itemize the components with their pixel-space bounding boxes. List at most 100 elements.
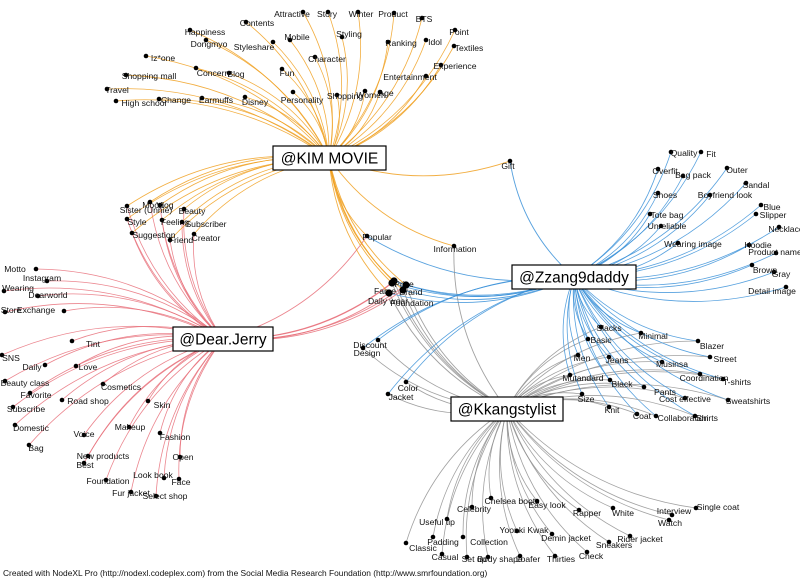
node-character[interactable]: Character bbox=[308, 54, 346, 64]
node-check[interactable]: Check bbox=[579, 549, 604, 561]
node-collaboration[interactable]: Collaboration bbox=[653, 413, 709, 423]
node-road-shop[interactable]: Road shop bbox=[59, 396, 109, 406]
node-creator[interactable]: Creator bbox=[192, 231, 221, 243]
node-store[interactable]: Store bbox=[1, 305, 22, 315]
node-quality[interactable]: Quality bbox=[668, 148, 698, 158]
node-exchange[interactable]: Exchange bbox=[17, 305, 67, 315]
node-point[interactable]: Point bbox=[449, 27, 469, 37]
node-foundation[interactable]: Foundation bbox=[390, 286, 434, 308]
node-high-school[interactable]: High school bbox=[113, 98, 167, 108]
node-select-shop[interactable]: Select shop bbox=[143, 491, 188, 501]
node-product[interactable]: Product bbox=[378, 9, 408, 19]
node-friend[interactable]: Friend bbox=[167, 235, 194, 245]
node-story[interactable]: Story bbox=[317, 9, 338, 19]
node-travel[interactable]: Travel bbox=[104, 85, 129, 95]
node-subscribe[interactable]: Subscribe bbox=[7, 404, 45, 414]
node-look-book[interactable]: Look book bbox=[133, 470, 174, 481]
node-concern[interactable]: Concern bbox=[193, 65, 230, 78]
node-shopping-mall[interactable]: Shopping mall bbox=[122, 71, 177, 81]
node-cosmetics[interactable]: Cosmetics bbox=[100, 381, 141, 392]
node-chelsea-boots[interactable]: Chelsea boots bbox=[485, 495, 540, 506]
node-t-shirts[interactable]: T-shirts bbox=[720, 376, 751, 387]
node-classic[interactable]: Classic bbox=[403, 540, 438, 553]
hub-zzang[interactable]: @Zzang9daddy bbox=[511, 264, 637, 290]
node-basic[interactable]: Basic bbox=[585, 335, 613, 345]
node-sandal[interactable]: Sandal bbox=[743, 180, 770, 190]
node-jacket[interactable]: Jacket bbox=[385, 391, 414, 402]
node-contents[interactable]: Contents bbox=[240, 18, 274, 28]
node-bag[interactable]: Bag bbox=[26, 442, 44, 453]
node-vlog[interactable]: Vlog bbox=[156, 200, 173, 210]
node-coordination[interactable]: Coordination bbox=[680, 371, 729, 383]
node-slipper[interactable]: Slipper bbox=[753, 210, 787, 220]
hub-jerry[interactable]: @Dear.Jerry bbox=[172, 326, 274, 352]
node-age[interactable]: Age bbox=[377, 88, 394, 98]
node-earmuffs[interactable]: Earmuffs bbox=[199, 95, 233, 105]
node-domestic[interactable]: Domestic bbox=[12, 422, 50, 433]
node-musinsa[interactable]: Musinsa bbox=[656, 359, 688, 369]
node-unreliable[interactable]: Unreliable bbox=[648, 221, 687, 231]
node-new-products[interactable]: New products bbox=[77, 451, 130, 461]
node-brown[interactable]: Brown bbox=[749, 262, 778, 275]
node-style[interactable]: Style bbox=[124, 216, 147, 227]
node-beauty-class[interactable]: Beauty class bbox=[1, 378, 50, 388]
node-foundation[interactable]: Foundation bbox=[86, 476, 129, 486]
node-dearworld[interactable]: Dearworld bbox=[28, 290, 67, 300]
node-subscriber[interactable]: Subscriber bbox=[179, 219, 227, 229]
node-change[interactable]: Change bbox=[156, 95, 192, 105]
node-necklace[interactable]: Necklace bbox=[768, 224, 800, 234]
node-idol[interactable]: Idol bbox=[423, 37, 442, 47]
node-easy-look[interactable]: Easy look bbox=[528, 498, 566, 510]
node-fit[interactable]: Fit bbox=[698, 149, 717, 159]
node-slacks[interactable]: Slacks bbox=[596, 323, 621, 333]
node-boyfriend-look[interactable]: Boyfriend look bbox=[698, 190, 753, 200]
node-gray[interactable]: Gray bbox=[772, 269, 791, 279]
node-entertainment[interactable]: Entertainment bbox=[383, 72, 437, 82]
hub-kkang[interactable]: @Kkangstylist bbox=[450, 396, 564, 422]
node-coat[interactable]: Coat bbox=[633, 411, 652, 421]
node-personality[interactable]: Personality bbox=[281, 89, 324, 105]
node-iz-one[interactable]: Iz*one bbox=[143, 53, 176, 63]
node-open[interactable]: Open bbox=[172, 452, 193, 462]
node-shopping[interactable]: Shopping bbox=[327, 91, 364, 101]
node-wearing[interactable]: Wearing bbox=[1, 283, 34, 294]
node-wearing-image[interactable]: Wearing image bbox=[664, 239, 722, 249]
node-cost-effective[interactable]: Cost effective bbox=[659, 394, 711, 404]
node-fun[interactable]: Fun bbox=[280, 66, 295, 78]
node-suggestion[interactable]: Suggestion bbox=[129, 230, 176, 240]
node-useful-tip[interactable]: Useful tip bbox=[419, 516, 455, 527]
node-jeans[interactable]: Jeans bbox=[606, 354, 629, 365]
node-popular[interactable]: Popular bbox=[362, 232, 392, 242]
node-blazer[interactable]: Blazer bbox=[695, 338, 725, 351]
node-makeup[interactable]: Makeup bbox=[115, 422, 146, 432]
node-design[interactable]: Design bbox=[354, 345, 381, 358]
node-loafer[interactable]: Loafer bbox=[516, 553, 541, 564]
node-demin-jacket[interactable]: Demin jacket bbox=[541, 531, 591, 543]
node-feeling[interactable]: Feeling bbox=[159, 217, 190, 227]
node-mobile[interactable]: Mobile bbox=[284, 32, 310, 43]
node-outer[interactable]: Outer bbox=[724, 165, 748, 175]
node-minimal[interactable]: Minimal bbox=[638, 330, 668, 341]
node-sister-unnie[interactable]: Sister (Unnie) bbox=[120, 203, 173, 215]
node-textiles[interactable]: Textiles bbox=[451, 43, 484, 53]
node-pants[interactable]: Pants bbox=[641, 384, 676, 397]
node-blue[interactable]: Blue bbox=[758, 202, 781, 212]
node-happiness[interactable]: Happiness bbox=[185, 27, 226, 37]
node-mutandard[interactable]: Mutandard bbox=[562, 372, 604, 383]
node-men[interactable]: Men bbox=[574, 352, 591, 363]
node-size[interactable]: Size bbox=[578, 391, 595, 404]
node-mood[interactable]: Mood bbox=[142, 199, 164, 210]
node-winter[interactable]: Winter bbox=[349, 9, 374, 19]
node-voice[interactable]: Voice bbox=[73, 429, 94, 439]
node-hoodie[interactable]: Hoodie bbox=[744, 240, 771, 250]
node-street[interactable]: Street bbox=[707, 354, 737, 364]
node-rapper[interactable]: Rapper bbox=[573, 507, 601, 518]
node-overfit[interactable]: Overfit bbox=[652, 166, 678, 176]
node-yoonki-kwak[interactable]: Yoonki Kwak bbox=[500, 525, 550, 535]
node-love[interactable]: Love bbox=[73, 362, 98, 372]
node-attractive[interactable]: Attractive bbox=[274, 9, 310, 19]
node-daily[interactable]: Daily bbox=[22, 362, 48, 372]
node-gift[interactable]: Gift bbox=[501, 158, 515, 171]
node-sneakers[interactable]: Sneakers bbox=[596, 539, 632, 550]
node-styleshare[interactable]: Styleshare bbox=[234, 39, 276, 52]
